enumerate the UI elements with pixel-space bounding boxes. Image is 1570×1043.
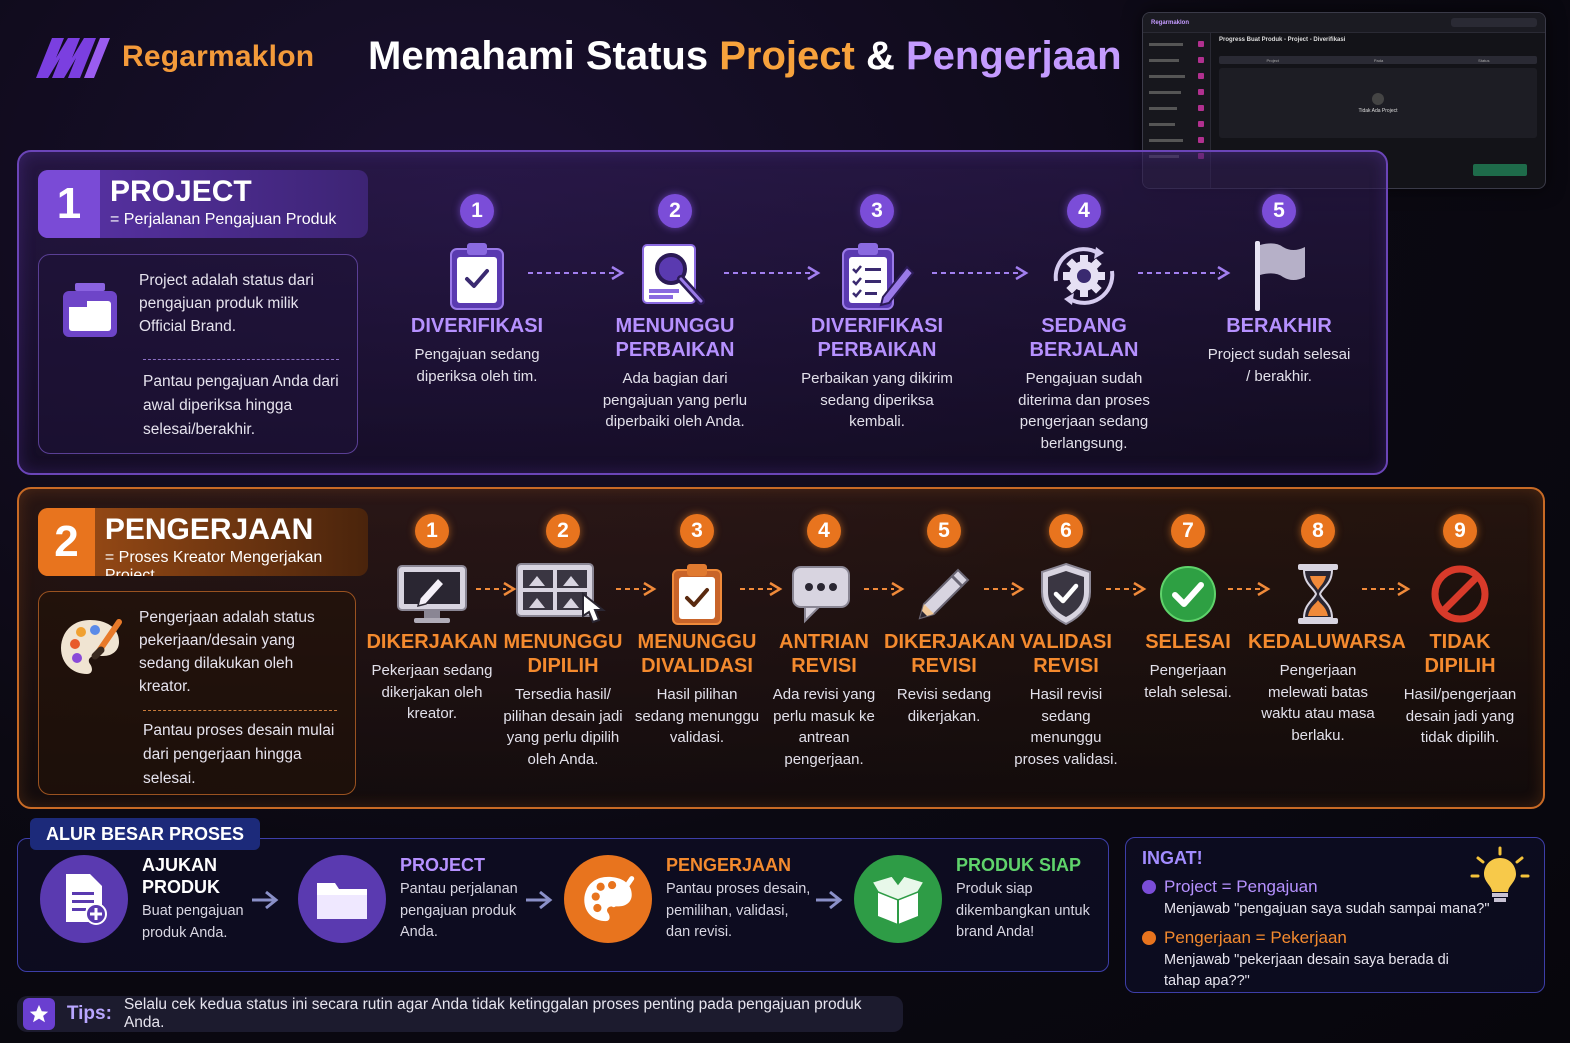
arrow-right-icon: [526, 890, 553, 910]
magnifier-document-icon: [642, 244, 705, 305]
alur-section-label: ALUR BESAR PROSES: [30, 818, 261, 850]
orange-bullet-icon: [1142, 931, 1156, 945]
purple-bullet-icon: [1142, 880, 1156, 894]
pengerjaan-step-menunggu-divalidasi: 3 MENUNGGU DIVALIDASI Hasil pilihan seda…: [634, 514, 760, 749]
arrow-right-icon: [816, 890, 843, 910]
flow-produk-siap: PRODUK SIAP Produk siap dikembangkan unt…: [854, 854, 1098, 944]
tips-bar: Tips: Selalu cek kedua status ini secara…: [17, 996, 903, 1032]
flow-circle: [40, 855, 128, 943]
monitor-pencil-icon: [397, 565, 467, 623]
preview-main: Progress Buat Produk - Project - Diverif…: [1219, 37, 1537, 180]
tips-label: Tips:: [66, 1003, 112, 1024]
preview-empty-state: Tidak Ada Project: [1219, 68, 1537, 138]
pengerjaan-step-antrian-revisi: 4 ANTRIAN REVISI Ada revisi yang perlu m…: [762, 514, 886, 770]
project-step-sedang-berjalan: 4 SEDANG BERJALAN Pengajuan sudah diteri…: [1002, 194, 1166, 454]
arrow-right-icon: [252, 890, 279, 910]
pengerjaan-section-header: 2 PENGERJAAN = Proses Kreator Mengerjaka…: [38, 508, 368, 576]
arrow-right-icon: [932, 266, 1029, 280]
page-title: Memahami Status Project & Pengerjaan: [368, 34, 1122, 78]
arrow-right-icon: [616, 582, 657, 596]
pengerjaan-description: Pengerjaan adalah status pekerjaan/desai…: [38, 591, 356, 795]
flow-circle: [854, 854, 942, 943]
palette-brush-icon: [584, 875, 635, 921]
flow-ajukan-produk: AJUKAN PRODUK Buat pengajuan produk Anda…: [40, 854, 260, 944]
arrow-right-icon: [528, 266, 625, 280]
folder-icon: [63, 283, 117, 337]
gear-cycle-icon: [1053, 247, 1115, 305]
lightbulb-icon: [1470, 846, 1530, 902]
project-step-diverifikasi: 1 DIVERIFIKASI Pengajuan sedang diperiks…: [398, 194, 556, 387]
empty-box-icon: [1372, 92, 1384, 105]
pengerjaan-step-selesai: 7 SELESAI Pengerjaan telah selesai.: [1134, 514, 1242, 703]
preview-topbar: Regarmaklon: [1143, 13, 1545, 33]
pengerjaan-step-validasi-revisi: 6 VALIDASI REVISI Hasil revisi sedang me…: [1008, 514, 1124, 770]
arrow-right-icon: [476, 582, 517, 596]
open-box-icon: [870, 874, 926, 924]
pengerjaan-step-dikerjakan-revisi: 5 DIKERJAKAN REVISI Revisi sedang dikerj…: [884, 514, 1015, 727]
preview-search: [1451, 18, 1537, 27]
pencil-icon: [918, 568, 970, 620]
ingat-item-project: Project = Pengajuan Menjawab "pengajuan …: [1142, 877, 1528, 920]
pengerjaan-step-menunggu-dipilih: 2 MENUNGGU DIPILIH Tersedia hasil/ pilih…: [500, 514, 626, 770]
app-preview-screenshot: Regarmaklon Progress Buat Produk - Proje…: [1142, 12, 1546, 189]
check-circle-icon: [1160, 566, 1216, 622]
project-section-header: 1 PROJECT = Perjalanan Pengajuan Produk: [38, 170, 368, 238]
arrow-right-icon: [740, 582, 783, 596]
star-icon: [23, 998, 55, 1030]
brand-name: Regarmaklon: [122, 40, 315, 73]
pengerjaan-step-tidak-dipilih: 9 TIDAK DIPILIH Hasil/pengerjaan desain …: [1398, 514, 1522, 749]
clipboard-check-icon: [672, 564, 722, 625]
arrow-right-icon: [724, 266, 821, 280]
arrow-right-icon: [984, 582, 1025, 596]
flow-circle: [564, 854, 652, 943]
ingat-reminder-box: INGAT! Project = Pengajuan Menjawab "pen…: [1125, 837, 1545, 993]
clipboard-check-icon: [450, 243, 504, 310]
pengerjaan-step-kedaluwarsa: 8 KEDALUWARSA Pengerjaan melewati batas …: [1248, 514, 1406, 746]
folder-icon: [317, 882, 367, 919]
prohibited-icon: [1431, 565, 1489, 623]
flow-pengerjaan: PENGERJAAN Pantau proses desain, pemilih…: [564, 854, 814, 944]
arrow-right-icon: [1138, 266, 1231, 280]
logo-icon: [36, 38, 110, 78]
project-description: Project adalah status dari pengajuan pro…: [38, 254, 358, 454]
project-step-diverifikasi-perbaikan: 3 DIVERIFIKASI PERBAIKAN Perbaikan yang …: [792, 194, 962, 433]
arrow-right-icon: [864, 582, 905, 596]
chat-bubble-icon: [792, 566, 850, 624]
arrow-right-icon: [1362, 582, 1411, 596]
arrow-right-icon: [1228, 582, 1271, 596]
palette-brush-icon: [61, 619, 122, 674]
document-add-icon: [66, 874, 107, 925]
flow-project: PROJECT Pantau perjalanan pengajuan prod…: [298, 854, 526, 944]
ingat-item-pengerjaan: Pengerjaan = Pekerjaan Menjawab "pekerja…: [1142, 928, 1528, 992]
tips-text: Selalu cek kedua status ini secara rutin…: [123, 996, 862, 1031]
gallery-select-icon: [516, 563, 606, 624]
preview-table-header: Project Pada Status: [1219, 56, 1537, 64]
brand-logo: Regarmaklon: [34, 34, 314, 80]
arrow-right-icon: [1106, 582, 1147, 596]
shield-check-icon: [1041, 562, 1091, 626]
project-step-berakhir: 5 BERAKHIR Project sudah selesai / berak…: [1206, 194, 1352, 387]
hourglass-icon: [1298, 564, 1338, 624]
flag-icon: [1255, 241, 1305, 311]
checklist-pencil-icon: [842, 243, 915, 310]
flow-circle: [298, 854, 386, 943]
pengerjaan-step-dikerjakan: 1 DIKERJAKAN Pekerjaan sedang dikerjakan…: [366, 514, 498, 725]
preview-action-buttons: [1473, 164, 1527, 176]
project-step-menunggu-perbaikan: 2 MENUNGGU PERBAIKAN Ada bagian dari pen…: [592, 194, 758, 433]
